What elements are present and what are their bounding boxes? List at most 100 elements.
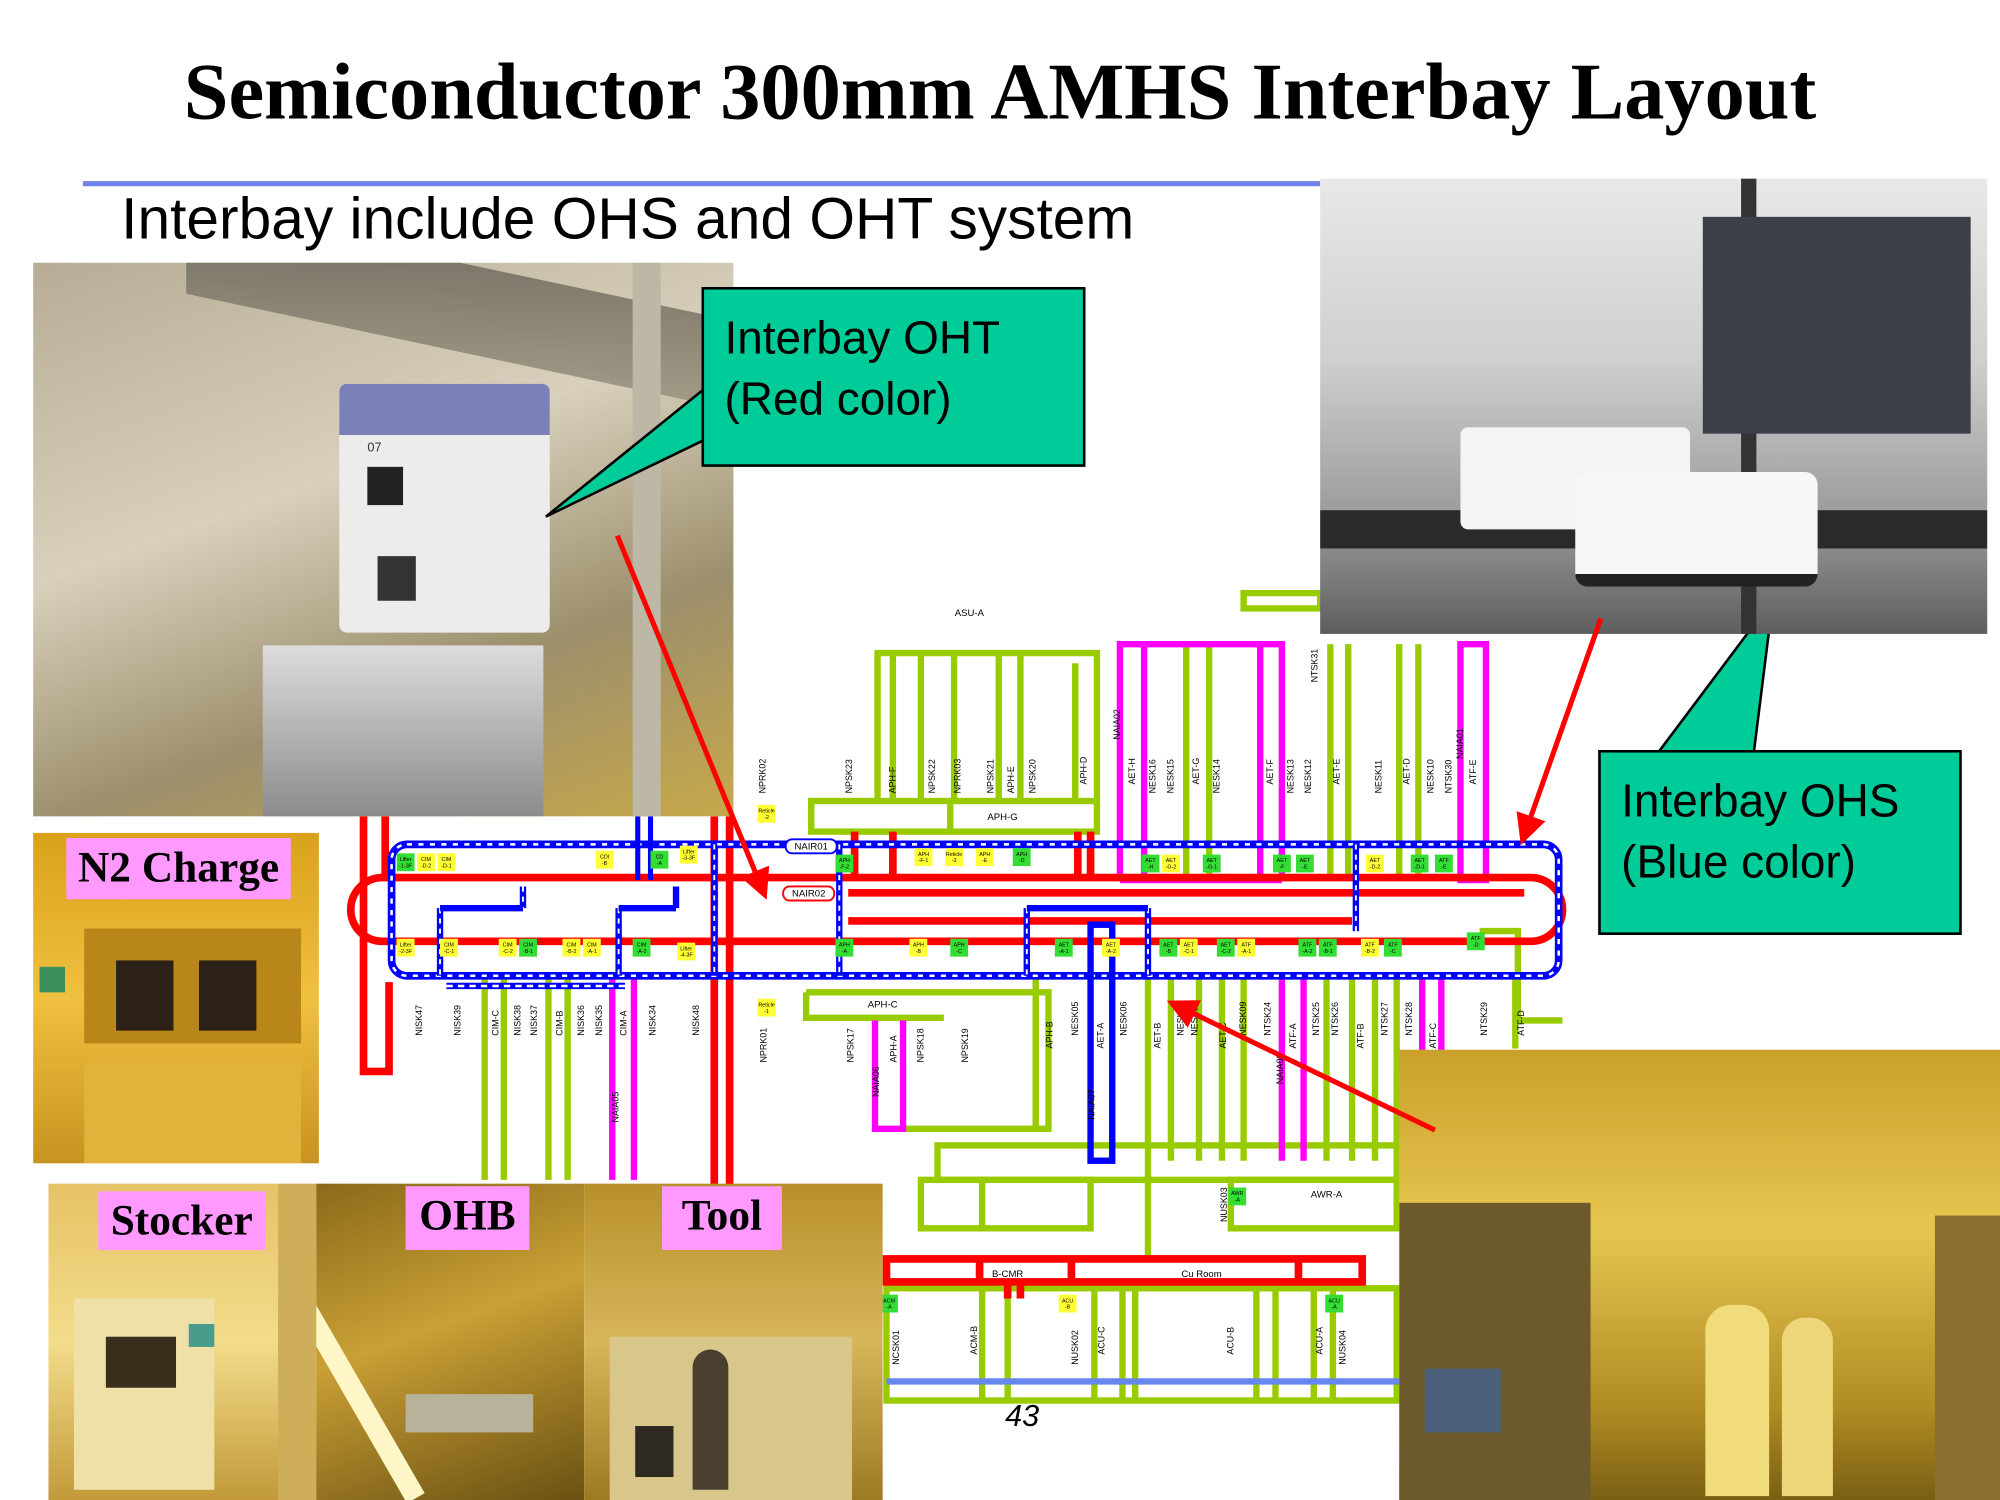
stocker-tag: CDI-B	[595, 850, 614, 869]
bay-label: NISK38	[512, 1005, 522, 1036]
stocker-tag: APH-B	[909, 938, 928, 957]
page-title: Semiconductor 300mm AMHS Interbay Layout	[183, 47, 1817, 137]
stocker-tag-text: -H	[1148, 865, 1154, 871]
stocker-tag-box	[1272, 854, 1291, 873]
stocker-tag-text: -C-2	[502, 949, 512, 955]
stocker-tag-text: -B-1	[1323, 949, 1333, 955]
stocker-tag: CIM-C-2	[498, 938, 517, 957]
oht-vehicle-number: 07	[367, 441, 382, 456]
bay-label: NESK06	[1118, 1002, 1128, 1036]
stocker-tag-text: APH	[954, 942, 965, 948]
stocker-tag-box	[1298, 938, 1317, 957]
stocker-tag-text: CIM	[637, 942, 647, 948]
stocker-tag-text: -A-2	[1302, 949, 1312, 955]
stocker-tag-text: ATF	[1439, 858, 1449, 864]
stocker-tag: CIM-D-1	[437, 853, 456, 872]
stocker-tag-text: ATF	[1241, 942, 1251, 948]
stocker-tag-text: -C-2	[1221, 949, 1231, 955]
stocker-tag-text: -B-1	[523, 949, 533, 955]
bay-label: AET-B	[1153, 1023, 1163, 1049]
bay-label: NPSK23	[844, 759, 854, 793]
stocker-tag-text: AET	[1145, 858, 1156, 864]
bay-label: NISK47	[414, 1005, 424, 1036]
stocker-tag-box	[1366, 854, 1384, 873]
stocker-tag-text: AET	[1059, 942, 1070, 948]
stocker-tag-text: Reticle	[758, 808, 774, 814]
stocker-tag-text: ACU	[1062, 1298, 1073, 1304]
stocker-tag-text: Reticle	[946, 852, 962, 858]
stocker-tag-text: AET	[1207, 858, 1218, 864]
bay-label: NESK05	[1070, 1002, 1080, 1036]
stocker-tag-text: -A-2	[1106, 949, 1116, 955]
bay-label: NTSK31	[1310, 649, 1320, 683]
bay-label: NISK36	[576, 1005, 586, 1036]
stocker-tag-text: ATF	[1323, 942, 1333, 948]
bay-label: CIM-C	[491, 1009, 501, 1035]
stocker-tag: AET-D-2	[1366, 854, 1384, 873]
bay-label: NPRK02	[757, 759, 767, 794]
diagram-area-label: NAIR01	[795, 841, 828, 852]
bay-label: ACU-A	[1315, 1327, 1325, 1355]
stocker-tag-text: AET	[1277, 858, 1288, 864]
stocker-tag-text: -A	[886, 1305, 892, 1311]
stocker-tag-text: -A-2	[637, 949, 647, 955]
bay-label: NAIA06	[871, 1066, 881, 1097]
stocker-tag-text: CIM	[444, 942, 454, 948]
ohb-label: OHB	[405, 1186, 530, 1250]
ohs-callout-line2: (Blue color)	[1621, 835, 1856, 888]
tool-label: Tool	[661, 1186, 782, 1250]
bay-label: APH-A	[889, 1035, 899, 1062]
stocker-tag-text: -A	[657, 861, 663, 867]
stocker-tag-text: AET	[1106, 942, 1117, 948]
bay-label: NPSK17	[845, 1028, 855, 1062]
stocker-tag-text: CIM	[421, 857, 431, 863]
stocker-tag: ACM-A	[880, 1294, 898, 1313]
stocker-tag-box	[950, 938, 969, 957]
stocker-tag-box	[1434, 854, 1453, 873]
stocker-tag: ATF-A-1	[1237, 938, 1256, 957]
stocker-tag-text: CD	[656, 854, 664, 860]
stocker-tag-box	[1466, 932, 1485, 951]
stocker-tag: AET-G-1	[1202, 854, 1221, 873]
stocker-tag-text: -G-2	[1166, 865, 1177, 871]
stocker-tag: Reticle-1	[757, 998, 776, 1017]
oht-callout: Interbay OHT (Red color)	[701, 286, 1086, 467]
stocker-tag-box	[650, 850, 669, 869]
bay-label: ATF-A	[1288, 1023, 1298, 1048]
bay-label: NISK34	[648, 1005, 658, 1036]
stocker-tag: ATF-A-2	[1298, 938, 1317, 957]
bay-label: NAIA02	[1112, 709, 1122, 740]
stocker-tag: CIM-B-2	[562, 938, 581, 957]
bay-label: AET-F	[1265, 759, 1275, 785]
stocker-tag-text: APH	[979, 852, 990, 858]
bay-label: APH-E	[1006, 766, 1016, 793]
stocker-tag-box	[1216, 938, 1235, 957]
stocker-tag-box	[1161, 854, 1180, 873]
diagram-area-label: ASU-A	[955, 608, 985, 619]
stocker-tag: AET-H	[1141, 854, 1160, 873]
page-number: 43	[1005, 1399, 1040, 1434]
oht-callout-line2: (Red color)	[724, 372, 952, 425]
stocker-tag-box	[677, 942, 696, 961]
stocker-tag-box	[1295, 854, 1314, 873]
stocker-tag-box	[1141, 854, 1160, 873]
stocker-tag-text: -F	[1279, 865, 1285, 871]
stocker-tag-box	[835, 854, 854, 873]
bay-label: NPSK18	[915, 1028, 925, 1062]
oht-vehicle-photo: 07	[33, 262, 734, 817]
stocker-tag-text: -C-1	[444, 949, 454, 955]
bay-outlines-magenta	[609, 640, 1490, 1180]
bay-label: NESK10	[1426, 759, 1436, 793]
stocker-tag-text: -4-3F	[680, 953, 694, 959]
stocker-tag: AET-C-2	[1216, 938, 1235, 957]
stocker-tag-box	[437, 853, 456, 872]
stocker-tag-text: Reticle	[758, 1002, 774, 1008]
stocker-tag-text: AET	[1414, 858, 1425, 864]
stocker-tag-box	[1228, 1187, 1247, 1206]
stocker-tag: AET-A-1	[1054, 938, 1073, 957]
bay-label: NESK13	[1285, 759, 1295, 793]
stocker-tag: APH-D	[1012, 848, 1031, 867]
bay-label: NAIA08	[1275, 1053, 1285, 1084]
